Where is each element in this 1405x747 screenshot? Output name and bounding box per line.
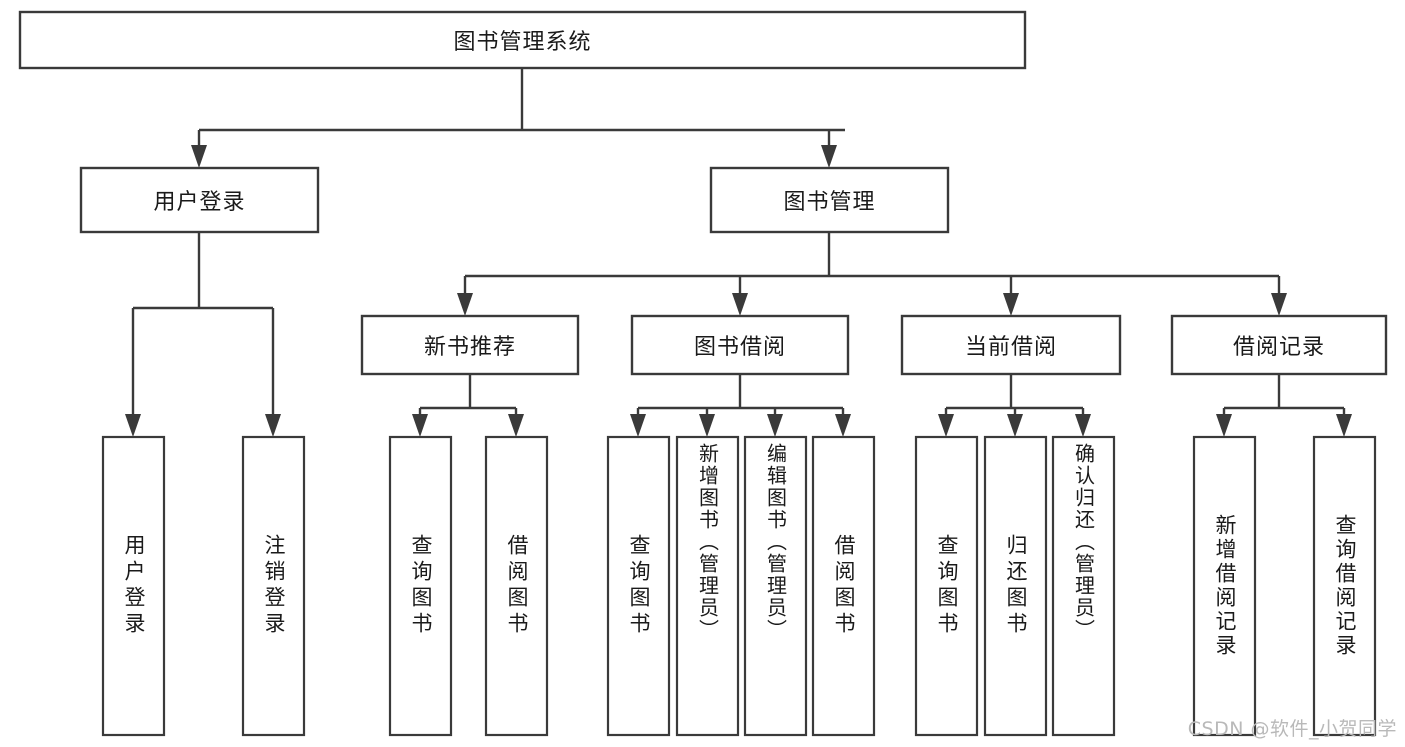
connector-user-login-to-leaves — [125, 232, 281, 437]
node-root-box[interactable] — [18, 10, 1027, 70]
connector-book-borrow-to-leaves — [630, 374, 851, 437]
leaf-query-book-1-box[interactable] — [388, 435, 453, 737]
node-current-borrow-box[interactable] — [900, 314, 1122, 376]
leaf-add-book-box[interactable] — [675, 435, 740, 737]
leaf-user-login-box[interactable] — [101, 435, 166, 737]
connector-root-to-level2 — [191, 68, 845, 168]
leaf-borrow-book-2-box[interactable] — [811, 435, 876, 737]
node-book-borrow-box[interactable] — [630, 314, 850, 376]
connector-new-book-recommend-to-leaves — [412, 374, 524, 437]
node-new-book-recommend-box[interactable] — [360, 314, 580, 376]
connector-book-manage-to-level3 — [457, 232, 1287, 316]
connector-borrow-record-to-leaves — [1216, 374, 1352, 437]
leaf-confirm-return-box[interactable] — [1051, 435, 1116, 737]
leaf-add-record-box[interactable] — [1192, 435, 1257, 737]
node-borrow-record-box[interactable] — [1170, 314, 1388, 376]
connector-current-borrow-to-leaves — [938, 374, 1091, 437]
node-book-manage-box[interactable] — [709, 166, 950, 234]
leaf-query-record-box[interactable] — [1312, 435, 1377, 737]
leaf-query-book-3-box[interactable] — [914, 435, 979, 737]
leaf-edit-book-box[interactable] — [743, 435, 808, 737]
leaf-borrow-book-1-box[interactable] — [484, 435, 549, 737]
node-user-login-box[interactable] — [79, 166, 320, 234]
leaf-logout-box[interactable] — [241, 435, 306, 737]
leaf-return-book-box[interactable] — [983, 435, 1048, 737]
leaf-query-book-2-box[interactable] — [606, 435, 671, 737]
